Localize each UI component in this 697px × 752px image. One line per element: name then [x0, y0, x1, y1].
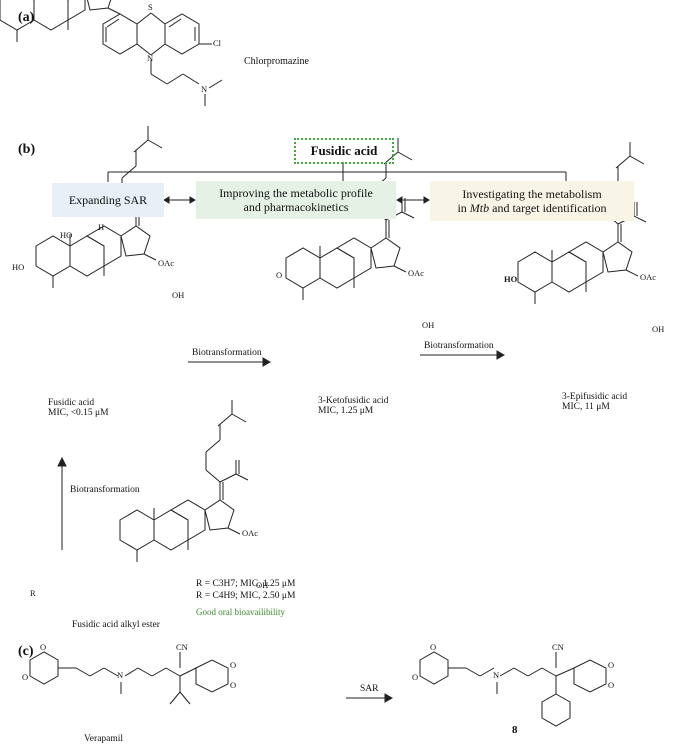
cpz-atom-cl: Cl [213, 38, 222, 48]
panel-c-label: (c) [18, 644, 34, 659]
box-right-line2: in Mtb and target identification [457, 201, 607, 215]
epi-oac: OAc [640, 272, 657, 282]
box-center-line2: and pharmacokinetics [243, 200, 349, 214]
verapamil-o3: O [230, 660, 237, 670]
compound-8-structure [419, 651, 607, 727]
fa-h: H [98, 222, 105, 232]
cpz-left-ring [102, 13, 138, 55]
verapamil-structure [29, 651, 229, 705]
keto-oac: OAc [408, 268, 425, 278]
epi-ho: HO [504, 274, 518, 284]
cpz-atom-n: N [147, 53, 154, 63]
biotransformation-label-3: Biotransformation [70, 485, 140, 495]
box-metabolic-profile: Improving the metabolic profile and phar… [196, 181, 396, 219]
verapamil-o4: O [230, 680, 237, 690]
cpz-atom-n2: N [201, 84, 208, 94]
epi-name: 3-Epifusidic acid [562, 392, 628, 402]
panel-b-label: (b) [18, 142, 36, 157]
fusidic-acid-name: Fusidic acid [48, 398, 95, 408]
verapamil-cn: CN [176, 642, 188, 652]
biotransformation-label-1: Biotransformation [192, 348, 262, 358]
verapamil-o1: O [40, 642, 47, 652]
epi-mic: MIC, 11 μM [562, 402, 610, 412]
ester-r1: R = C3H7; MIC, 1.25 μM [196, 579, 296, 589]
cpz-name: Chlorpromazine [244, 56, 309, 67]
box-metabolism-mtb: Investigating the metabolism in Mtb and … [430, 181, 634, 221]
cmpd8-o3: O [608, 660, 615, 670]
ester-oh: OH [256, 580, 269, 590]
fa-oac: OAc [158, 258, 175, 268]
cpz-right-ring [164, 13, 200, 55]
keto-name: 3-Ketofusidic acid [318, 396, 389, 406]
tree-connectors [107, 162, 567, 182]
biotransformation-label-2: Biotransformation [424, 341, 494, 351]
ester-r: R [30, 588, 36, 598]
ester-oac: OAc [242, 528, 259, 538]
compound-8-label: 8 [512, 724, 518, 736]
box-expanding-sar: Expanding SAR [52, 183, 164, 217]
ester-note: Good oral bioavailibility [196, 607, 285, 617]
keto-mic: MIC, 1.25 μM [318, 406, 374, 416]
verapamil-name: Verapamil [84, 734, 124, 744]
fusidic-acid-mic: MIC, <0.15 μM [48, 408, 109, 418]
cmpd8-cn: CN [552, 642, 564, 652]
epi-oh: OH [652, 324, 665, 334]
cmpd8-n: N [493, 670, 500, 680]
cmpd8-o2: O [412, 672, 419, 682]
ester-r2: R = C4H9; MIC, 2.50 μM [196, 591, 296, 601]
cmpd8-o1: O [430, 642, 437, 652]
panel-a-label: (a) [18, 10, 35, 25]
box-center-line1: Improving the metabolic profile [219, 186, 373, 200]
box-right-line1: Investigating the metabolism [462, 187, 602, 201]
keto-oh: OH [422, 320, 435, 330]
reaction-arrows [57, 350, 506, 703]
cpz-atom-s: S [148, 2, 153, 12]
verapamil-n: N [117, 670, 124, 680]
keto-o: O [276, 270, 283, 280]
sar-arrow-label: SAR [360, 684, 379, 694]
verapamil-o2: O [22, 672, 29, 682]
fa-ho-3: HO [12, 262, 25, 272]
fusidic-acid-header: Fusidic acid [294, 138, 394, 164]
ester-name: Fusidic acid alkyl ester [72, 620, 160, 630]
cmpd8-o4: O [608, 680, 615, 690]
fa-ho-11: HO [60, 230, 73, 240]
fa-oh: OH [172, 290, 185, 300]
